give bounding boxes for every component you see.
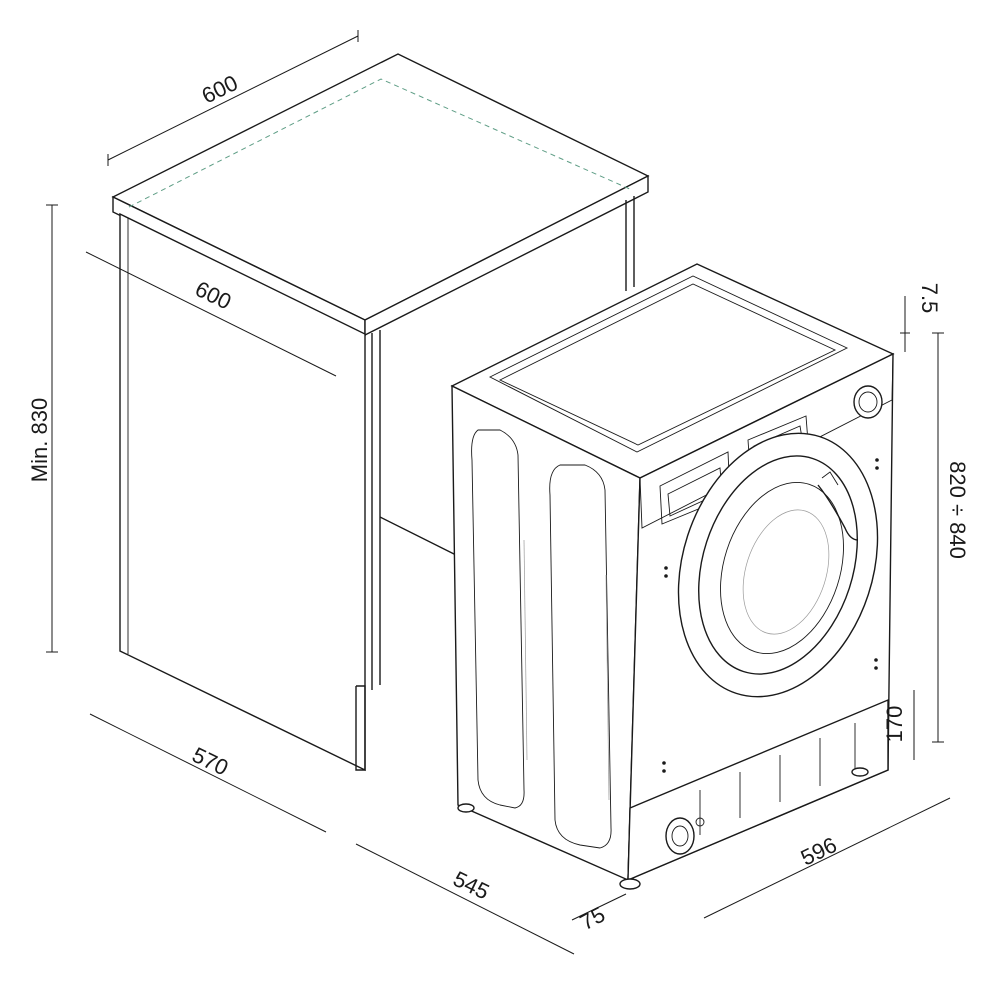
dim-cabinet-base-depth: 570 (188, 742, 232, 781)
dim-machine-depth: 545 (449, 866, 493, 905)
dimension-lines (46, 30, 951, 955)
dim-cabinet-top-width: 600 (198, 70, 242, 109)
dim-cabinet-min-height: Min. 830 (27, 398, 52, 482)
dim-top-gap: 7.5 (917, 283, 942, 314)
washing-machine (450, 263, 895, 890)
dim-machine-height-range: 820 ÷ 840 (945, 461, 970, 559)
dim-plinth-height: 170 (882, 706, 907, 743)
dim-machine-width: 596 (797, 832, 841, 871)
cabinet (111, 53, 650, 772)
dim-machine-door-offset: 75 (576, 902, 609, 936)
